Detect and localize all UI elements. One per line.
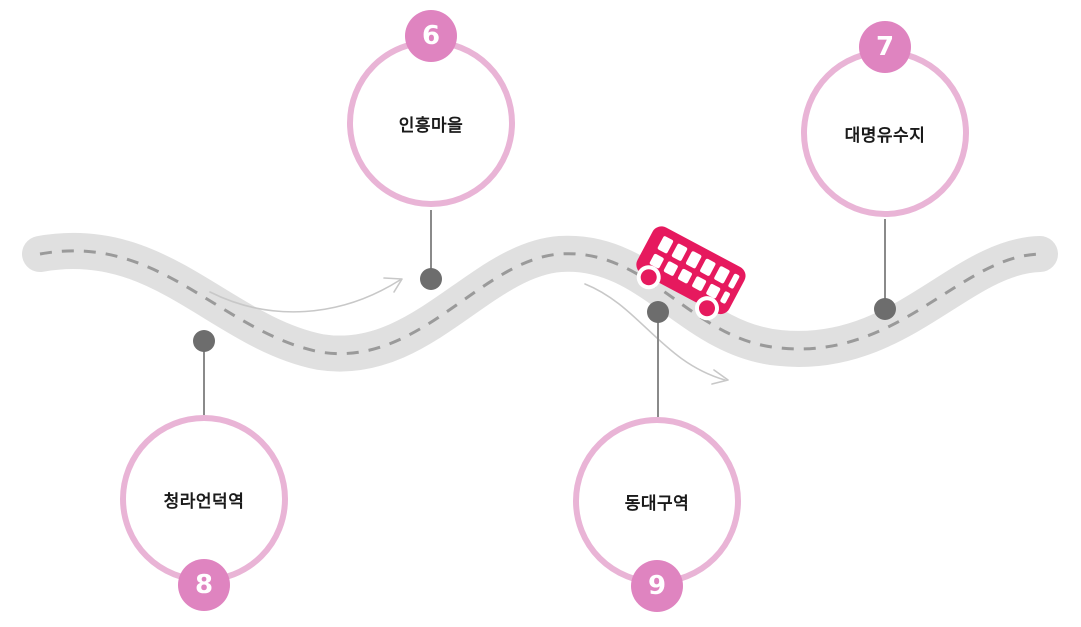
stop-name: 동대구역 [624, 493, 690, 514]
stop-number-badge: 6 [405, 10, 457, 62]
stop-circle-8: 청라언덕역 [120, 415, 288, 583]
stop-pin [874, 298, 896, 320]
bus-icon [636, 226, 746, 321]
stop-number-badge: 9 [631, 560, 683, 612]
stop-number-badge: 7 [859, 21, 911, 73]
stop-circle-7: 대명유수지 [801, 49, 969, 217]
stop-pin [193, 330, 215, 352]
stop-number-badge: 8 [178, 559, 230, 611]
stop-pin [420, 268, 442, 290]
stop-name: 대명유수지 [844, 125, 926, 146]
direction-arrow-icon [209, 277, 403, 313]
road-lane-markings [39, 249, 1041, 356]
direction-arrow-icon [584, 283, 729, 385]
stop-pin [647, 301, 669, 323]
stop-circle-6: 인흥마을 [347, 39, 515, 207]
stop-name: 청라언덕역 [163, 491, 245, 512]
stop-name: 인흥마을 [398, 115, 464, 136]
